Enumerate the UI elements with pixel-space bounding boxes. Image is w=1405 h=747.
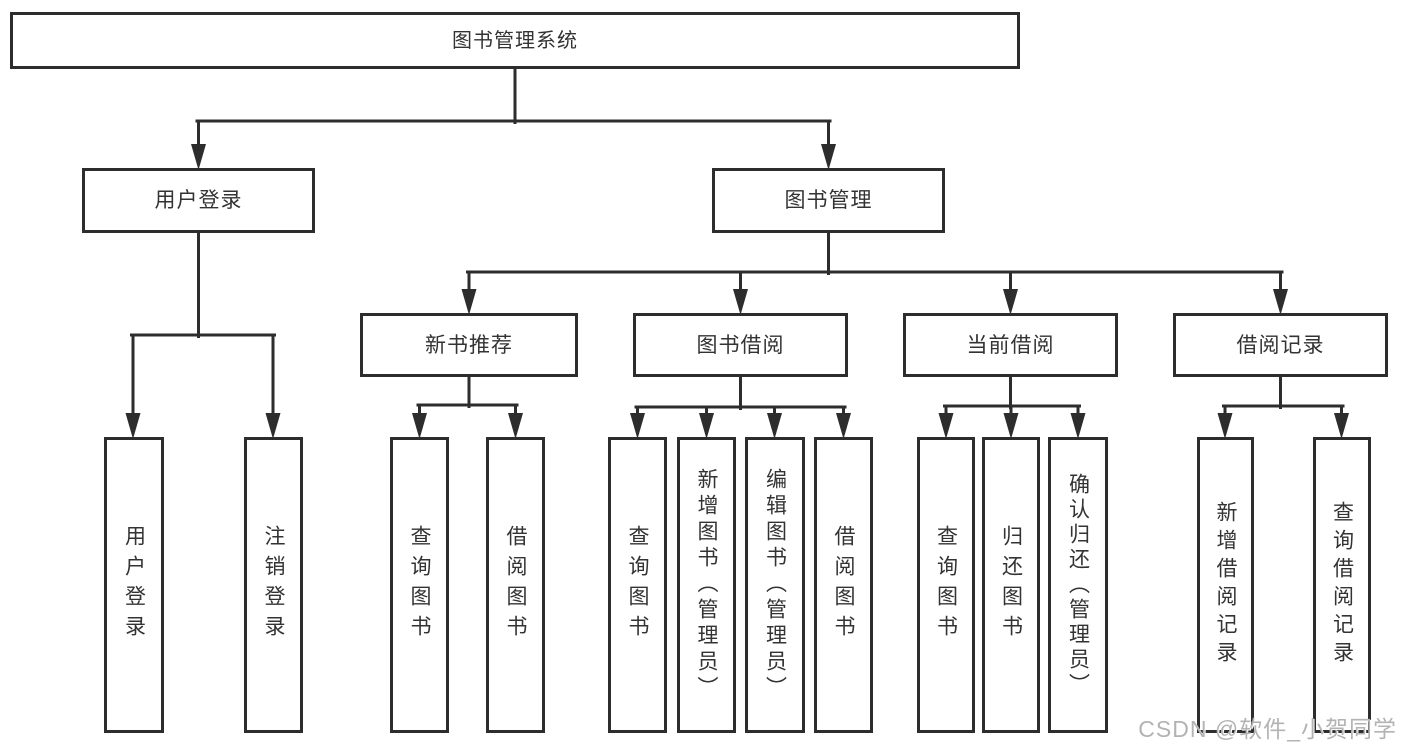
connector-root-to-level2	[191, 66, 836, 170]
node-edit-books-admin: 编辑图书（管理员）	[745, 437, 805, 733]
connector-borrowing-records-to-children	[1217, 375, 1349, 439]
node-query-books-recommendation: 查询图书	[390, 437, 449, 733]
connector-current-borrowing-to-children	[938, 375, 1086, 439]
connector-book-management-to-level3	[461, 231, 1288, 315]
node-current-borrowing: 当前借阅	[903, 313, 1118, 377]
node-add-borrow-record: 新增借阅记录	[1197, 437, 1254, 733]
node-library-management-system: 图书管理系统	[10, 12, 1020, 69]
node-book-management-branch: 图书管理	[712, 168, 945, 233]
node-new-book-recommendation: 新书推荐	[360, 313, 578, 377]
node-query-books-borrowing: 查询图书	[608, 437, 667, 733]
node-confirm-return-admin: 确认归还（管理员）	[1048, 437, 1108, 733]
node-query-borrow-record: 查询借阅记录	[1313, 437, 1371, 733]
node-book-borrowing: 图书借阅	[633, 313, 848, 377]
node-logout-leaf: 注销登录	[244, 437, 303, 733]
node-borrow-books-recommendation: 借阅图书	[486, 437, 545, 733]
connector-user-login-to-children	[125, 231, 281, 439]
node-return-books: 归还图书	[982, 437, 1040, 733]
connector-book-borrowing-to-children	[630, 375, 851, 439]
node-add-books-admin: 新增图书（管理员）	[677, 437, 736, 733]
node-user-login-branch: 用户登录	[82, 168, 315, 233]
node-borrow-books-borrowing: 借阅图书	[814, 437, 873, 733]
node-user-login-leaf: 用户登录	[104, 437, 164, 733]
node-borrowing-records: 借阅记录	[1173, 313, 1388, 377]
node-query-books-current: 查询图书	[917, 437, 975, 733]
connector-new-book-recommendation-to-children	[412, 375, 523, 439]
csdn-watermark: CSDN @软件_小贺同学	[1138, 716, 1397, 742]
